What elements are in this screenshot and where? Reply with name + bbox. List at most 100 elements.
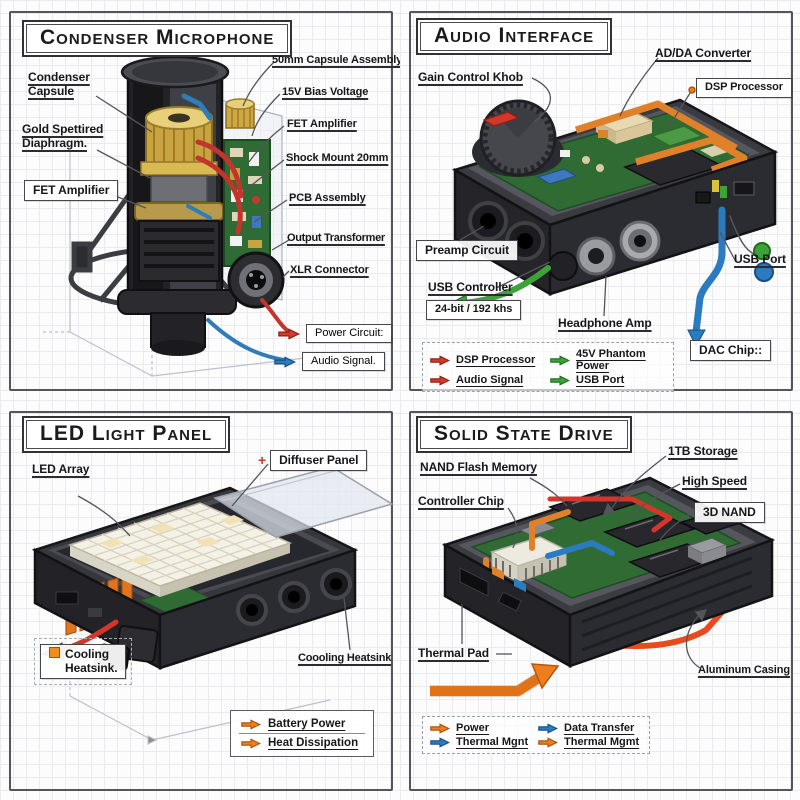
panel-title: Solid State Drive: [434, 422, 614, 445]
legend-item: Data Transfer: [538, 722, 642, 734]
gain-knob: [472, 99, 564, 177]
red-arrow-icon: [430, 354, 450, 366]
label-dac-chip: DAC Chip::: [690, 340, 771, 362]
red-arrow-icon: [430, 374, 450, 386]
ssd-illustration: [430, 455, 776, 697]
orange-arrow-icon: [538, 736, 558, 748]
panel-title: Condenser Microphone: [40, 26, 275, 49]
label-adda-converter: AD/DA Converter: [655, 46, 752, 60]
orange-arrow-icon: [241, 737, 261, 749]
leader-lines: [459, 57, 737, 317]
label-usb-port: USB Port: [734, 252, 786, 266]
front-panel: [453, 167, 552, 297]
panel-led-light-panel: LED Light Panel: [0, 400, 400, 800]
label-led-array: LED Array: [32, 462, 90, 476]
mic-base: [117, 289, 237, 356]
legend-label: Data Transfer: [564, 722, 635, 734]
side-panel: [548, 150, 777, 296]
blue-arrow-icon: [538, 722, 558, 734]
legend-label: 45V Phantom Power: [576, 348, 646, 372]
label-controller-chip: Controller Chip: [418, 494, 504, 508]
panel-title: Audio Interface: [434, 24, 595, 47]
label-preamp-circuit: Preamp Circuit: [416, 240, 518, 262]
legend-label: USB Port: [576, 374, 625, 386]
xlr-connector-part: [227, 251, 285, 309]
legend-item-power-circuit: Power Circuit:: [278, 324, 393, 343]
panel-solid-state-drive: Solid State Drive: [400, 400, 800, 800]
title-plaque: Audio Interface: [416, 18, 613, 55]
cross-marker-icon: +: [258, 452, 267, 469]
signal-legend: DSP Processor 45V Phantom Power Audio Si…: [422, 342, 674, 392]
green-arrow-icon: [550, 354, 570, 366]
legend-label: Power: [456, 722, 490, 734]
legend-label: Thermal Mgnt: [456, 736, 529, 748]
heatsink-chip-icon: [49, 647, 60, 658]
legend-item: DSP Processor: [430, 348, 546, 372]
panel-condenser-microphone: Condenser Microphone: [0, 0, 400, 400]
label-shock-mount: Shock Mount 20mm: [286, 152, 389, 164]
led-panel-illustration: [31, 463, 394, 745]
label-bit-rate: 24-bit / 192 khs: [426, 300, 522, 320]
blue-arrow-icon: [274, 355, 296, 368]
label-diffuser-panel: Diffuser Panel: [270, 450, 368, 472]
label-fet-amplifier-left: FET Amplifier: [24, 180, 119, 202]
led-array-part: [67, 502, 293, 597]
power-flow-arrow: [430, 663, 560, 697]
pcb-strip: [223, 139, 271, 267]
legend-label: Battery Power: [268, 718, 346, 730]
legend-item: Thermal Mgnt: [430, 736, 534, 748]
leader-lines: [95, 61, 290, 278]
legend-item: 45V Phantom Power: [550, 348, 666, 372]
legend-item: Power: [430, 722, 534, 734]
label-thermal-pad: Thermal Pad: [418, 646, 489, 660]
label-gain-control: Gain Control Khob: [418, 70, 523, 84]
title-plaque: LED Light Panel: [22, 416, 231, 453]
leader-lines: [77, 463, 351, 651]
nand-3d-part: [686, 537, 728, 564]
mic-midsection: [134, 175, 224, 282]
label-diffuser-panel-wrap: + Diffuser Panel: [258, 450, 368, 472]
label-capsule-assembly: 50mm Capsule Assembly: [272, 54, 400, 66]
label-pcb-assembly: PCB Assembly: [289, 192, 366, 204]
green-arrow-icon: [550, 374, 570, 386]
internal-wires: [181, 93, 244, 235]
label-bias-voltage: 15V Bias Voltage: [282, 86, 369, 98]
label-xlr-connector: XLR Connector: [290, 264, 369, 276]
microphone-illustration: [40, 55, 306, 377]
title-plaque: Solid State Drive: [416, 416, 632, 453]
legend-item: USB Port: [550, 374, 666, 386]
label-dsp-processor: DSP Processor: [696, 78, 792, 98]
panel-title: LED Light Panel: [40, 422, 213, 445]
legend-item: Audio Signal: [430, 374, 546, 386]
leader-lines: [461, 455, 708, 669]
gold-capsule: [140, 106, 218, 176]
red-accent-part: [482, 111, 520, 127]
title-plaque: Condenser Microphone: [22, 20, 293, 57]
label-text: Cooling Heatsink.: [65, 647, 118, 676]
label-fet-amplifier-right: FET Amplifier: [287, 118, 357, 130]
label-3d-nand: 3D NAND: [694, 502, 765, 524]
red-arrow-icon: [278, 327, 300, 340]
orange-arrow-icon: [241, 718, 261, 730]
label-tb-storage: 1TB Storage: [668, 444, 738, 458]
legend-label: DSP Processor: [456, 354, 536, 366]
panel-audio-interface: Audio Interface: [400, 0, 800, 400]
flow-legend: Power Data Transfer Thermal Mgnt Thermal…: [422, 716, 650, 754]
legend-item: Battery Power: [239, 715, 365, 733]
front-panel: [443, 538, 774, 669]
legend-label: Power Circuit:: [306, 324, 393, 343]
mic-grille: [120, 55, 230, 89]
legend-item: Heat Dissipation: [239, 733, 365, 752]
label-usb-controller: USB Controller: [428, 280, 513, 294]
legend-leads: [206, 298, 290, 362]
label-condenser-capsule: Condenser Capsule: [28, 70, 90, 99]
orange-traces: [574, 100, 748, 174]
label-gold-diaphragm: Gold Spettired Diaphragm.: [22, 122, 104, 151]
capsule-assembly-part: [225, 98, 255, 129]
label-aluminum-casing: Aluminum Casing: [698, 664, 791, 676]
legend-item-audio-signal: Audio Signal.: [274, 352, 385, 371]
front-panel: [33, 547, 357, 671]
legend-label: Audio Signal: [456, 374, 524, 386]
power-legend: Battery Power Heat Dissipation: [230, 710, 374, 757]
